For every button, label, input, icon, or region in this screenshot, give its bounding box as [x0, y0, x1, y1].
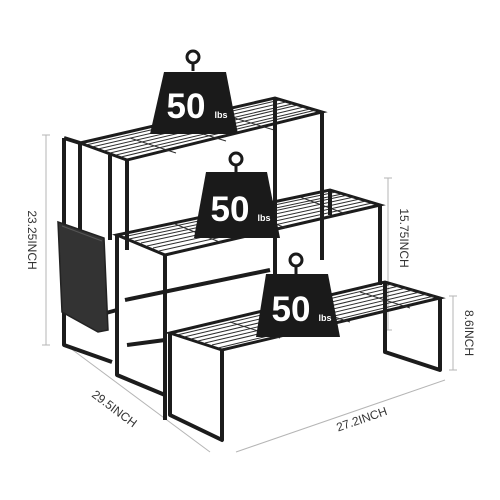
weight-badge-middle: 50 lbs	[194, 151, 280, 238]
shelf-frame	[62, 98, 442, 442]
weight-kettlebell-icon	[194, 151, 280, 238]
weight-kettlebell-icon	[150, 49, 238, 134]
weight-value: 50	[272, 290, 311, 329]
plant-stand-shelf	[57, 96, 446, 442]
weight-value: 50	[167, 87, 206, 126]
storage-pocket	[57, 220, 109, 333]
weight-unit: lbs	[257, 213, 270, 223]
dimension-height-middle: 15.75INCH	[397, 208, 411, 267]
weight-badge-top: 50 lbs	[150, 49, 238, 134]
weight-badge-bottom: 50 lbs	[256, 252, 340, 337]
weight-kettlebell-icon	[256, 252, 340, 337]
weight-unit: lbs	[214, 110, 227, 120]
weight-unit: lbs	[318, 313, 331, 323]
dimension-height-total: 23.25INCH	[25, 210, 39, 269]
weight-value: 50	[211, 190, 250, 229]
dimension-height-low: 8.6INCH	[462, 310, 476, 356]
